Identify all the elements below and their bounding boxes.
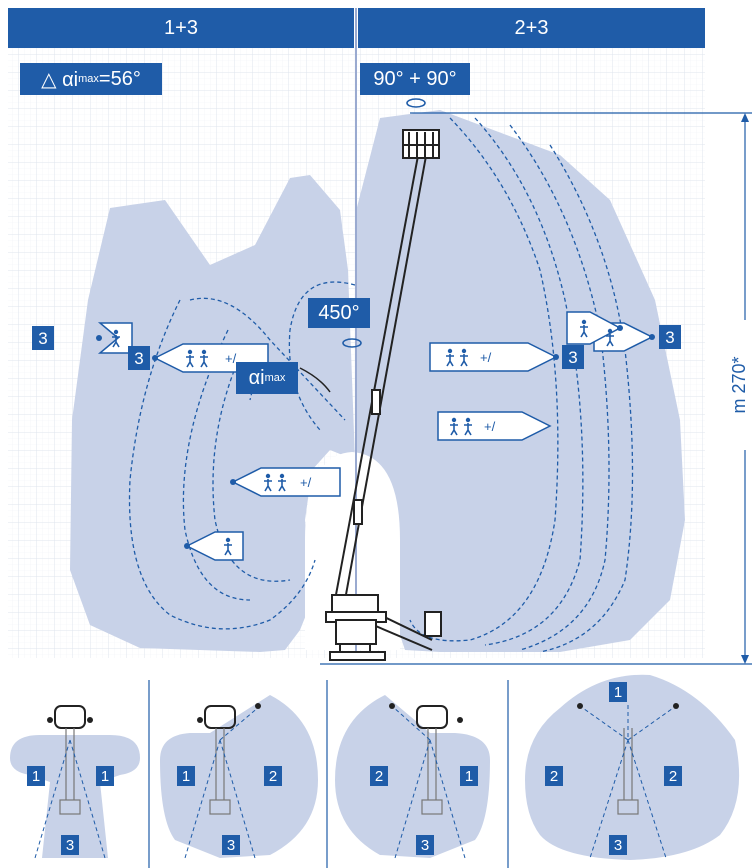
svg-text:3: 3 bbox=[38, 329, 47, 348]
person-tool-icon: +/ +/ +/ +/ bbox=[185, 347, 496, 492]
svg-text:2: 2 bbox=[550, 768, 558, 785]
header-left: 1+3 bbox=[8, 8, 354, 48]
header-right: 2+3 bbox=[358, 8, 705, 48]
svg-text:3: 3 bbox=[614, 837, 622, 854]
svg-text:3: 3 bbox=[665, 328, 674, 347]
rotation-top-badge: 90° + 90° bbox=[360, 63, 470, 95]
footprint-3 bbox=[335, 695, 490, 859]
footprint-2 bbox=[160, 695, 318, 859]
footprint-zone-badges: 1 1 3 1 2 3 2 1 3 1 2 2 3 bbox=[27, 682, 682, 855]
svg-text:3: 3 bbox=[66, 837, 74, 854]
reach-label-left-3 bbox=[231, 467, 341, 497]
reach-point-markers bbox=[96, 325, 655, 549]
height-dimension bbox=[320, 112, 752, 665]
angle-arc bbox=[299, 367, 331, 393]
svg-text:+/: +/ bbox=[484, 419, 496, 434]
reach-label-right-1 bbox=[429, 342, 558, 372]
svg-text:1: 1 bbox=[101, 768, 109, 785]
svg-text:2: 2 bbox=[669, 768, 677, 785]
header-left-label: 1+3 bbox=[164, 16, 198, 39]
angle-value: =56° bbox=[98, 67, 141, 90]
svg-text:3: 3 bbox=[568, 348, 577, 367]
svg-text:2: 2 bbox=[269, 768, 277, 785]
boom-machine bbox=[325, 129, 442, 661]
angle-sub: max bbox=[78, 73, 99, 85]
rotation-mid-badge: 450° bbox=[308, 298, 370, 328]
svg-text:+/: +/ bbox=[225, 351, 237, 366]
footprint-4 bbox=[525, 674, 740, 860]
svg-text:1: 1 bbox=[614, 684, 622, 701]
header-right-label: 2+3 bbox=[514, 16, 549, 39]
svg-text:1: 1 bbox=[465, 768, 473, 785]
svg-text:+/: +/ bbox=[300, 475, 312, 490]
dashed-envelope-lines bbox=[128, 117, 634, 653]
svg-text:+/: +/ bbox=[480, 350, 492, 365]
height-label: m 270* bbox=[729, 356, 749, 413]
svg-text:3: 3 bbox=[134, 349, 143, 368]
rotation-arrow-icon bbox=[342, 98, 426, 348]
reach-label-left-1 bbox=[97, 322, 133, 354]
right-envelope-area bbox=[355, 110, 685, 652]
zone-badges: 3 3 3 3 bbox=[32, 325, 681, 370]
reach-label-right-4 bbox=[566, 311, 622, 345]
footprint-separators bbox=[148, 680, 509, 868]
left-envelope-area bbox=[70, 175, 355, 652]
svg-text:1: 1 bbox=[32, 768, 40, 785]
svg-text:1: 1 bbox=[182, 768, 190, 785]
svg-text:3: 3 bbox=[227, 837, 235, 854]
footprint-1 bbox=[10, 705, 140, 859]
svg-text:2: 2 bbox=[375, 768, 383, 785]
svg-text:3: 3 bbox=[421, 837, 429, 854]
angle-label: △ αi bbox=[41, 68, 79, 91]
